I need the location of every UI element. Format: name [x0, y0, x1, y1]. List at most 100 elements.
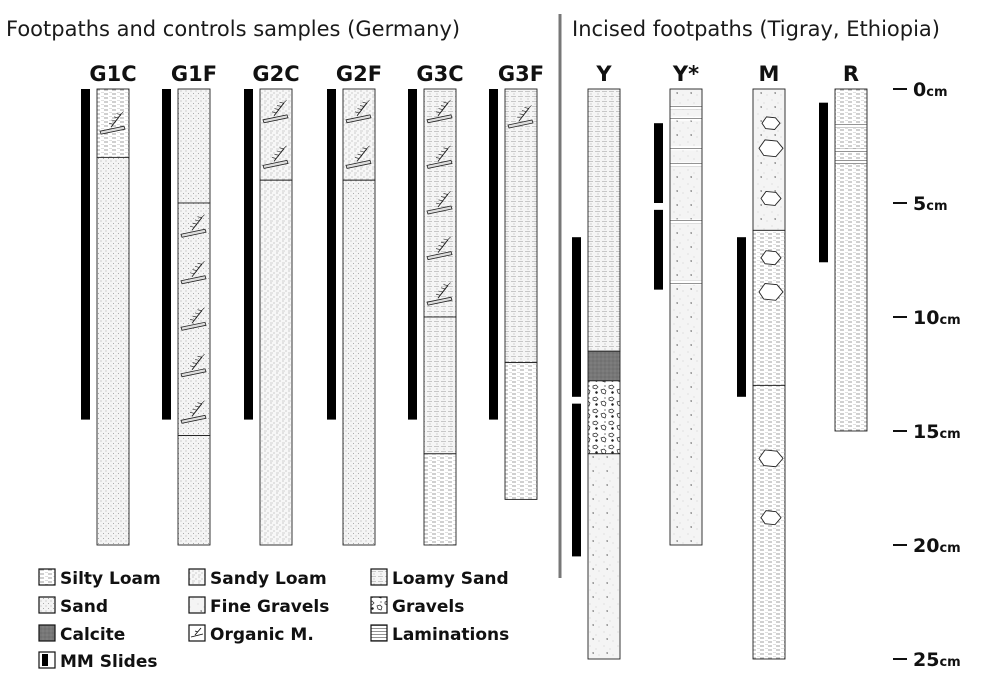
layer-sand: [177, 88, 211, 204]
stone-clast: [760, 190, 782, 206]
stone-clast: [758, 283, 784, 301]
column-label: Y: [595, 62, 612, 86]
layer-sand: [177, 202, 211, 437]
lamination-band: [670, 146, 702, 151]
stone-clast: [760, 250, 782, 266]
legend-label: Loamy Sand: [392, 569, 509, 589]
organic-matter-icon: [262, 99, 289, 124]
mm-slide-bar: [737, 237, 746, 397]
legend-swatch-bar: [42, 654, 48, 666]
lamination-band: [835, 123, 867, 128]
organic-matter-icon: [180, 214, 207, 238]
legend-label: Laminations: [392, 625, 509, 645]
layer-fine-gravels: [669, 88, 703, 546]
heading-ethiopia: Incised footpaths (Tigray, Ethiopia): [572, 17, 940, 41]
mm-slide-bar: [654, 209, 663, 290]
legend-item-laminations: Laminations: [370, 624, 509, 645]
layer-silty-loam: [504, 362, 538, 500]
stone-clast: [761, 116, 781, 130]
profile-column-g3c: G3C: [408, 62, 464, 546]
layer-silty-loam: [834, 88, 868, 432]
column-label: G1F: [171, 62, 217, 86]
scale-tick-label: 15cm: [913, 421, 961, 443]
profile-column-g1f: G1F: [162, 62, 217, 546]
lamination-band: [835, 148, 867, 153]
legend-swatch: [188, 568, 206, 586]
scale-tick-label: 20cm: [913, 535, 961, 557]
column-label: G2C: [252, 62, 299, 86]
scale-tick-label: 0cm: [913, 79, 948, 101]
organic-matter-icon: [180, 307, 207, 331]
stone-clast: [758, 449, 784, 468]
layer-gravels: [587, 380, 621, 455]
mm-slide-bar: [408, 89, 417, 420]
lamination-band: [670, 162, 702, 167]
legend-item-calcite: Calcite: [38, 624, 125, 645]
legend-label: Fine Gravels: [210, 597, 329, 617]
organic-matter-icon: [426, 236, 453, 261]
organic-matter-icon: [426, 282, 453, 306]
lamination-band: [670, 280, 702, 285]
column-label: M: [759, 62, 780, 86]
organic-matter-icon: [345, 145, 372, 169]
organic-matter-icon: [180, 353, 207, 378]
layer-loamy-sand: [587, 88, 621, 352]
organic-matter-icon: [345, 99, 372, 124]
mm-slide-bar: [81, 89, 90, 420]
legend-item-slides: MM Slides: [38, 651, 157, 672]
column-label: G3F: [498, 62, 544, 86]
legend-label: Calcite: [60, 625, 125, 645]
profile-column-y: Y: [572, 62, 621, 660]
organic-matter-icon: [507, 105, 534, 129]
organic-matter-icon: [99, 111, 126, 135]
column-label: Y*: [672, 62, 699, 86]
legend-swatch: [38, 624, 56, 642]
layer-fine-gravels: [587, 453, 621, 660]
mm-slide-bar: [654, 123, 663, 203]
organic-matter-icon: [426, 191, 453, 215]
legend-swatch: [188, 596, 206, 614]
column-label: G3C: [416, 62, 463, 86]
legend-label: Organic M.: [210, 625, 314, 645]
heading-germany: Footpaths and controls samples (Germany): [6, 17, 460, 41]
profile-column-y-star: Y*: [654, 62, 703, 546]
column-label: G2F: [336, 62, 382, 86]
legend-item-gravels: Gravels: [370, 596, 464, 617]
profile-column-g2f: G2F: [327, 62, 382, 546]
legend-swatch: [370, 596, 388, 614]
organic-matter-icon: [180, 400, 207, 424]
mm-slide-bar: [244, 89, 253, 420]
mm-slide-bar: [572, 403, 581, 557]
legend-item-fine-gravels: Fine Gravels: [188, 596, 329, 617]
layer-sand: [177, 435, 211, 546]
layer-loamy-sand: [423, 316, 457, 455]
column-label: G1C: [89, 62, 136, 86]
layer-loamy-sand: [423, 88, 457, 318]
scale-tick-label: 10cm: [913, 307, 961, 329]
layer-fine-gravels: [752, 88, 786, 231]
lamination-band: [835, 159, 867, 164]
legend-swatch: [370, 568, 388, 586]
layer-sandy-loam: [259, 179, 293, 546]
scale-tick-label: 25cm: [913, 649, 961, 671]
legend-item-sand: Sand: [38, 596, 108, 617]
layer-silty-loam: [96, 88, 130, 158]
legend-label: Gravels: [392, 597, 464, 617]
layer-sand: [342, 179, 376, 546]
depth-scale: 0cm 5cm 10cm 15cm 20cm 25cm: [893, 79, 961, 671]
layer-loamy-sand: [504, 88, 538, 364]
mm-slide-bar: [572, 237, 581, 397]
mm-slide-bar: [327, 89, 336, 420]
legend-item-loamy-sand: Loamy Sand: [370, 568, 509, 589]
legend-label: Sand: [60, 597, 108, 617]
legend-item-organic: Organic M.: [188, 624, 314, 645]
layer-silty-loam: [423, 453, 457, 546]
organic-matter-icon: [262, 145, 289, 169]
mm-slide-bar: [489, 89, 498, 420]
organic-matter-icon: [190, 627, 204, 638]
profile-column-m: M: [737, 62, 786, 660]
legend-swatch: [38, 568, 56, 586]
legend-swatch: [38, 596, 56, 614]
scale-tick-label: 5cm: [913, 193, 948, 215]
